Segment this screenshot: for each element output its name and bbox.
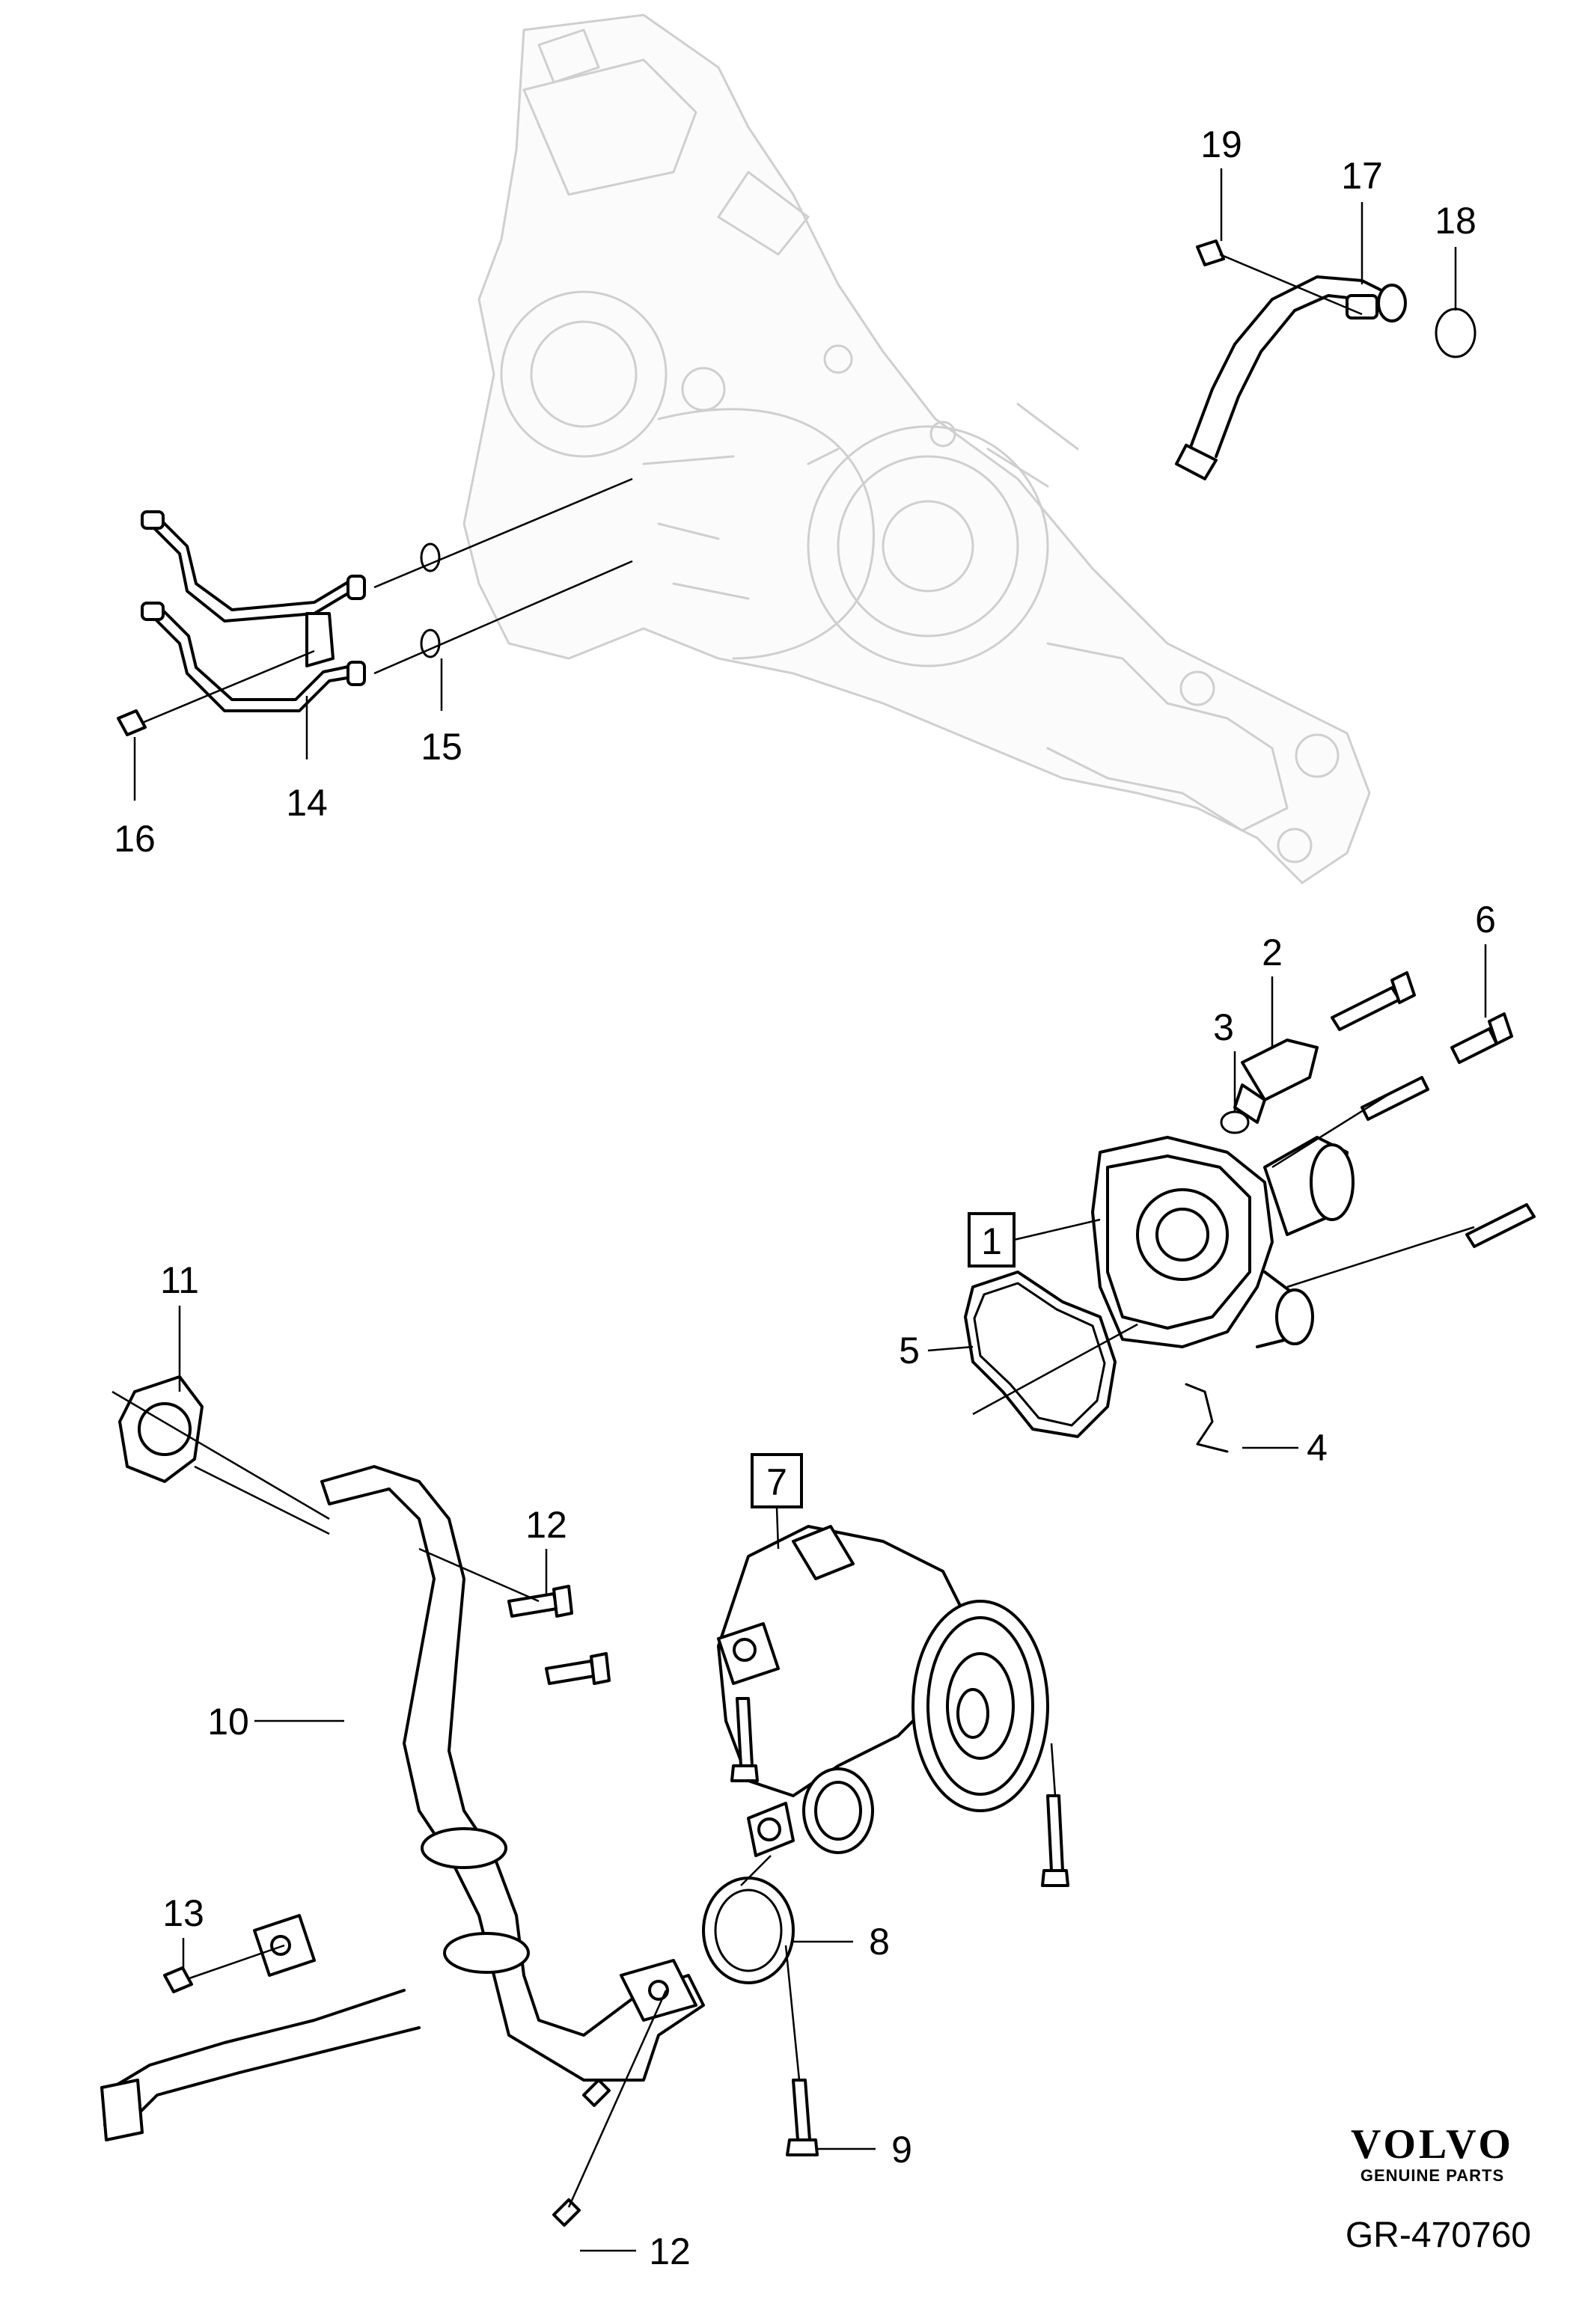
hose-part-17 (1175, 275, 1407, 480)
callout-8: 8 (869, 1921, 890, 1963)
callout-16: 16 (114, 818, 156, 860)
bolt-part-13 (163, 1944, 285, 1993)
callout-2: 2 (1262, 932, 1283, 973)
callout-18: 18 (1435, 200, 1477, 242)
o-rings-part-15 (373, 477, 633, 675)
o-ring-part-18 (1435, 308, 1477, 358)
callout-3: 3 (1213, 1006, 1234, 1048)
coolant-pipes-part-14 (141, 510, 366, 712)
bolt-part-9 (784, 1945, 819, 2156)
volvo-logo: VOLVO GENUINE PARTS (1343, 2123, 1522, 2186)
callout-1: 1 (981, 1220, 1002, 1262)
callout-11: 11 (160, 1259, 199, 1301)
brand-subtitle: GENUINE PARTS (1360, 2166, 1505, 2185)
diagram-reference: GR-470760 (1345, 2216, 1531, 2255)
water-pump-part-7 (717, 1525, 1049, 1857)
callout-box-1 (968, 1212, 1016, 1268)
callout-12-top: 12 (525, 1504, 567, 1546)
bolt-part-16 (117, 649, 315, 736)
callout-leaders (133, 168, 1487, 2252)
bolts-part-6 (1271, 971, 1536, 1288)
flange-part-11 (112, 1375, 330, 1535)
brand-name: VOLVO (1351, 2121, 1514, 2168)
callout-13: 13 (162, 1892, 204, 1934)
o-ring-part-3 (1220, 1110, 1250, 1134)
clip-part-4 (1185, 1383, 1229, 1453)
callout-12-bottom: 12 (649, 2230, 691, 2272)
bolt-part-19 (1196, 239, 1363, 316)
thermostat-housing-part-1 (1091, 1136, 1355, 1348)
callout-7: 7 (766, 1461, 787, 1503)
callout-box-7 (751, 1453, 803, 1508)
gasket-part-5 (964, 1270, 1138, 1438)
callout-5: 5 (899, 1330, 920, 1372)
callout-15: 15 (421, 726, 462, 768)
callout-10: 10 (207, 1701, 249, 1743)
callout-4: 4 (1307, 1427, 1328, 1469)
callout-9: 9 (891, 2129, 912, 2171)
pump-bolts (730, 1697, 1069, 1887)
gasket-part-8 (702, 1855, 795, 1984)
sensor-part-2 (1233, 1039, 1319, 1124)
bolts-part-12 (418, 1547, 668, 2227)
callout-6: 6 (1475, 899, 1496, 941)
callouts: 19 17 18 15 14 16 2 6 3 1 5 4 11 7 12 10… (114, 123, 1496, 2272)
coolant-pipe-part-10 (100, 1465, 705, 2141)
ghost-engine-assembly (462, 13, 1371, 884)
callout-14: 14 (286, 782, 328, 824)
callout-19: 19 (1200, 123, 1242, 165)
callout-17: 17 (1341, 155, 1383, 197)
